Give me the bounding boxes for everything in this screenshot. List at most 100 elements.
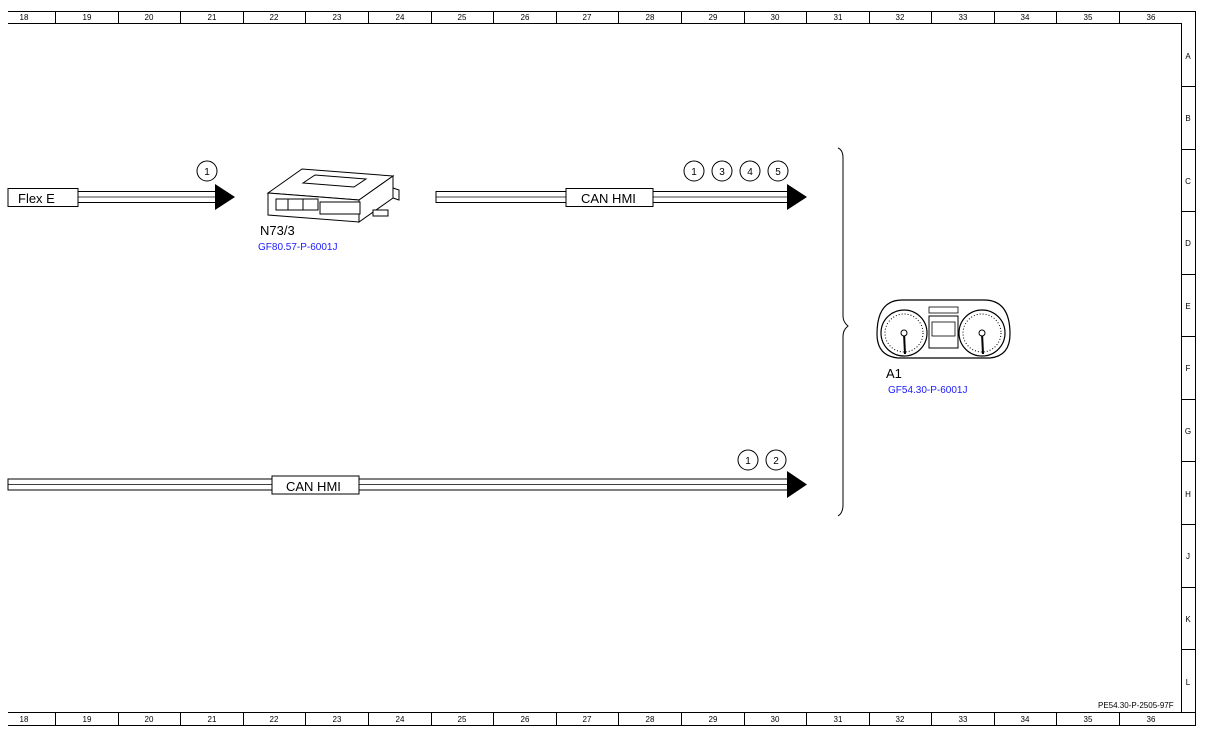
col-label: 22 bbox=[270, 13, 279, 22]
col-label: 34 bbox=[1021, 13, 1030, 22]
row-label: G bbox=[1185, 427, 1191, 436]
can-hmi-bus-bottom[interactable]: CAN HMI 1 2 bbox=[7, 449, 807, 498]
connection-circle bbox=[737, 449, 759, 471]
col-label: 36 bbox=[1147, 715, 1156, 724]
col-label: 23 bbox=[333, 13, 342, 22]
connection-number: 1 bbox=[204, 167, 210, 178]
column-ruler-bottom bbox=[55, 712, 1120, 725]
module-a1-ref-link[interactable]: GF54.30-P-6001J bbox=[888, 385, 968, 396]
col-label: 32 bbox=[896, 715, 905, 724]
drawing-frame bbox=[8, 11, 1196, 726]
column-labels-bottom: 18 19 20 21 22 23 24 25 26 27 28 29 30 3… bbox=[20, 715, 1156, 724]
cluster-display-screen bbox=[931, 321, 956, 337]
module-n73-ref-link[interactable]: GF80.57-P-6001J bbox=[258, 242, 338, 253]
col-label: 35 bbox=[1084, 715, 1093, 724]
col-label: 31 bbox=[834, 13, 843, 22]
col-label: 25 bbox=[458, 13, 467, 22]
col-label: 27 bbox=[583, 13, 592, 22]
cluster-top-indicator bbox=[928, 306, 959, 314]
col-label: 19 bbox=[83, 13, 92, 22]
row-label: K bbox=[1185, 615, 1191, 624]
tachometer-hub bbox=[978, 329, 986, 337]
speedometer-needle bbox=[903, 332, 906, 355]
col-label: 28 bbox=[646, 13, 655, 22]
col-label: 22 bbox=[270, 715, 279, 724]
module-n73-tab bbox=[392, 187, 400, 201]
col-label: 26 bbox=[521, 715, 530, 724]
module-n73-tab bbox=[372, 209, 389, 217]
col-label: 18 bbox=[20, 715, 29, 724]
instrument-cluster-icon[interactable]: A1 GF54.30-P-6001J bbox=[876, 299, 1011, 396]
connection-number: 5 bbox=[775, 167, 781, 178]
can-hmi-top-label: CAN HMI bbox=[581, 191, 636, 206]
tachometer-needle bbox=[981, 332, 984, 355]
col-label: 35 bbox=[1084, 13, 1093, 22]
col-label: 21 bbox=[208, 715, 217, 724]
speedometer-scale bbox=[884, 313, 924, 353]
grouping-brace bbox=[837, 147, 849, 517]
col-label: 24 bbox=[396, 13, 405, 22]
can-hmi-bottom-label: CAN HMI bbox=[286, 479, 341, 494]
col-label: 36 bbox=[1147, 13, 1156, 22]
col-label: 30 bbox=[771, 13, 780, 22]
can-hmi-bottom-arrow-icon bbox=[787, 471, 807, 498]
can-hmi-bottom-label-box bbox=[271, 475, 360, 495]
col-label: 33 bbox=[959, 13, 968, 22]
col-label: 31 bbox=[834, 715, 843, 724]
can-hmi-top-label-box bbox=[565, 188, 654, 207]
col-label: 18 bbox=[20, 13, 29, 22]
module-n73-connector bbox=[275, 198, 319, 211]
module-n73-icon[interactable]: N73/3 GF80.57-P-6001J bbox=[258, 168, 400, 253]
column-ruler-top bbox=[55, 11, 1120, 23]
connection-circle bbox=[683, 160, 705, 182]
cluster-display bbox=[928, 315, 959, 349]
module-n73-label-plate bbox=[301, 174, 368, 188]
module-n73-connector bbox=[319, 201, 361, 215]
row-label: F bbox=[1186, 364, 1191, 373]
col-label: 24 bbox=[396, 715, 405, 724]
connection-number: 1 bbox=[745, 456, 751, 467]
connection-circle bbox=[765, 449, 787, 471]
row-label: B bbox=[1185, 114, 1190, 123]
col-label: 30 bbox=[771, 715, 780, 724]
col-label: 20 bbox=[145, 13, 154, 22]
connection-number: 4 bbox=[747, 167, 753, 178]
connection-number: 2 bbox=[773, 456, 779, 467]
col-label: 33 bbox=[959, 715, 968, 724]
can-hmi-bus-top[interactable]: CAN HMI 1 3 4 5 bbox=[435, 160, 807, 210]
row-labels: A B C D E F G H J K L bbox=[1185, 52, 1191, 687]
col-label: 27 bbox=[583, 715, 592, 724]
col-label: 34 bbox=[1021, 715, 1030, 724]
speedometer-hub bbox=[900, 329, 908, 337]
row-label: J bbox=[1186, 552, 1190, 561]
col-label: 29 bbox=[709, 715, 718, 724]
flex-e-arrow-icon bbox=[215, 184, 235, 210]
connection-number: 1 bbox=[691, 167, 697, 178]
connection-number: 3 bbox=[719, 167, 725, 178]
connection-circle bbox=[767, 160, 789, 182]
flex-e-label: Flex E bbox=[18, 191, 55, 206]
tachometer-scale bbox=[962, 313, 1002, 353]
flex-e-label-box bbox=[7, 188, 79, 207]
flex-e-bus[interactable]: Flex E 1 bbox=[7, 160, 235, 210]
col-label: 26 bbox=[521, 13, 530, 22]
row-label: H bbox=[1185, 490, 1191, 499]
module-n73-name: N73/3 bbox=[260, 223, 295, 238]
connection-circle bbox=[711, 160, 733, 182]
column-labels-top: 18 19 20 21 22 23 24 25 26 27 28 29 30 3… bbox=[20, 13, 1156, 22]
col-label: 21 bbox=[208, 13, 217, 22]
col-label: 29 bbox=[709, 13, 718, 22]
col-label: 19 bbox=[83, 715, 92, 724]
col-label: 32 bbox=[896, 13, 905, 22]
can-hmi-top-arrow-icon bbox=[787, 184, 807, 210]
row-label: A bbox=[1185, 52, 1191, 61]
col-label: 23 bbox=[333, 715, 342, 724]
col-label: 28 bbox=[646, 715, 655, 724]
col-label: 25 bbox=[458, 715, 467, 724]
connection-circle bbox=[196, 160, 218, 182]
drawing-code: PE54.30-P-2505-97F bbox=[1098, 701, 1174, 710]
row-label: E bbox=[1185, 302, 1190, 311]
col-label: 20 bbox=[145, 715, 154, 724]
row-label: L bbox=[1186, 678, 1191, 687]
